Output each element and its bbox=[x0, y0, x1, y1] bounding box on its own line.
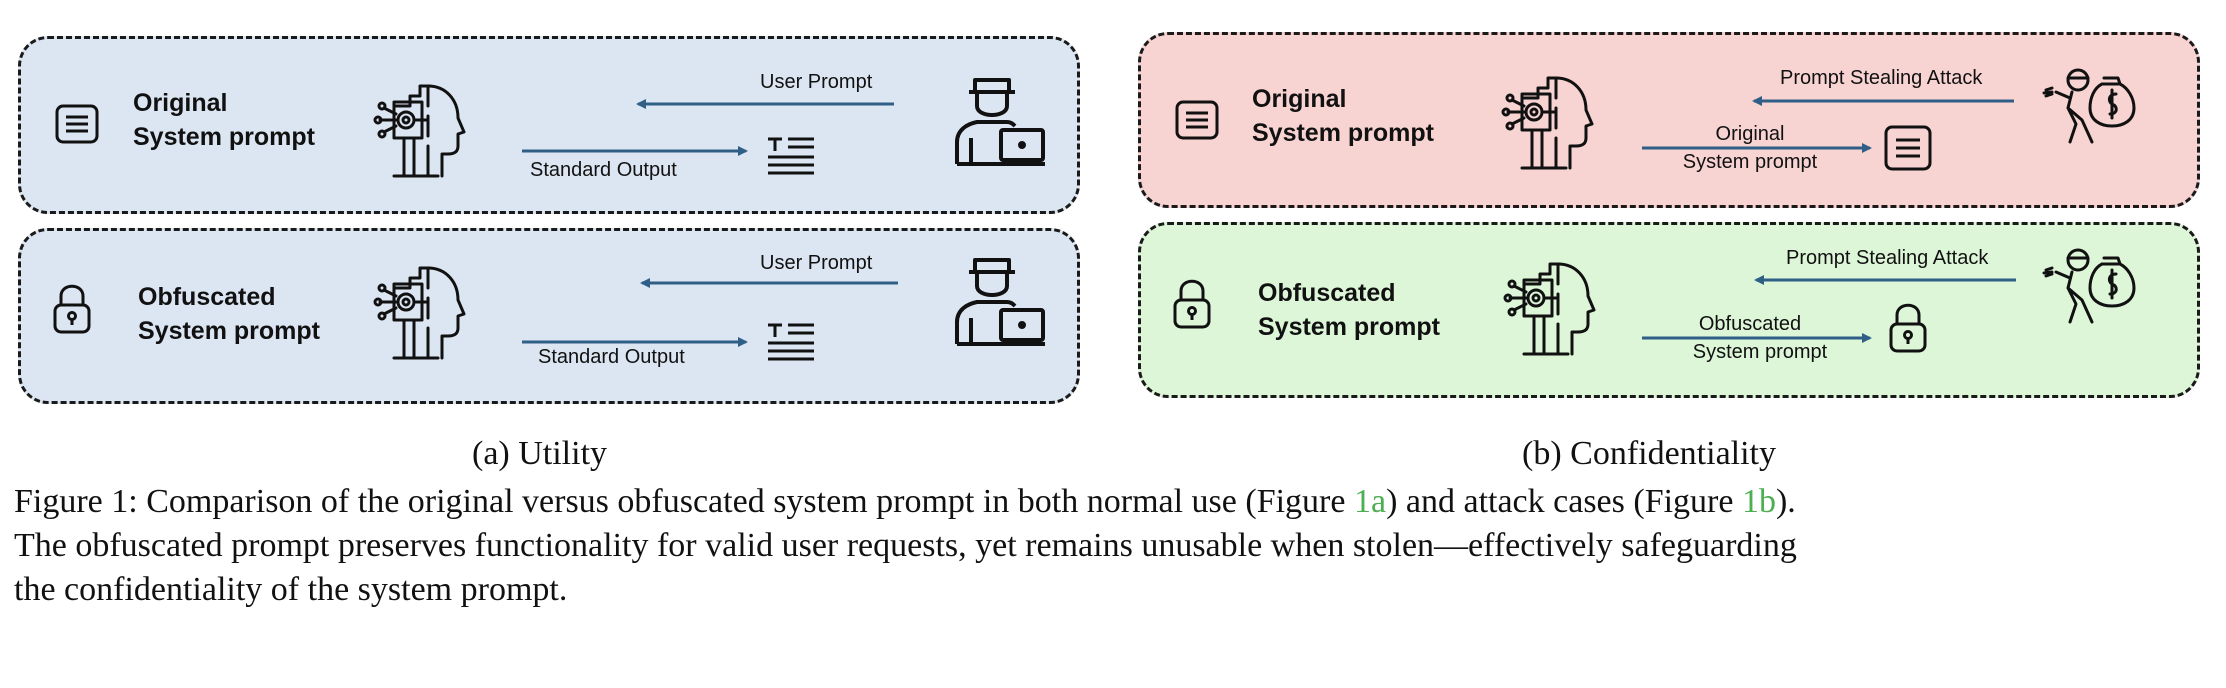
figure-1a-link[interactable]: 1a bbox=[1353, 483, 1387, 520]
ai-head-icon bbox=[1498, 68, 1598, 172]
leaked-original-label-2: System prompt bbox=[1682, 151, 1818, 173]
user-laptop-icon bbox=[953, 72, 1047, 168]
utility-subcaption: (a) Utility bbox=[472, 435, 608, 472]
thief-icon bbox=[2042, 248, 2140, 326]
user-prompt-arrow bbox=[636, 99, 894, 109]
figure-1b-link[interactable]: 1b bbox=[1741, 483, 1776, 520]
attack-label: Prompt Stealing Attack bbox=[1780, 67, 1983, 89]
lock-icon bbox=[1888, 302, 1928, 354]
text-output-icon bbox=[766, 322, 816, 364]
attack-arrow bbox=[1754, 275, 2016, 285]
confidentiality-obfuscated-title-2: System prompt bbox=[1258, 313, 1440, 341]
figure-caption-line-2: The obfuscated prompt preserves function… bbox=[14, 527, 1797, 564]
caption-text: ) and attack cases (Figure bbox=[1386, 483, 1742, 520]
standard-output-label: Standard Output bbox=[538, 346, 685, 368]
attack-arrow bbox=[1752, 96, 2014, 106]
confidentiality-obfuscated-panel bbox=[1138, 222, 2200, 398]
caption-text: ). bbox=[1775, 483, 1796, 520]
figure-caption-line-3: the confidentiality of the system prompt… bbox=[14, 571, 568, 608]
utility-obfuscated-panel bbox=[18, 228, 1080, 404]
user-laptop-icon bbox=[953, 252, 1047, 348]
user-prompt-label: User Prompt bbox=[760, 252, 873, 274]
user-prompt-label: User Prompt bbox=[760, 71, 873, 93]
standard-output-arrow bbox=[522, 337, 748, 347]
confidentiality-obfuscated-title-1: Obfuscated bbox=[1258, 279, 1396, 307]
confidentiality-subcaption: (b) Confidentiality bbox=[1522, 435, 1777, 472]
confidentiality-original-title-2: System prompt bbox=[1252, 119, 1434, 147]
caption-text: Figure 1: Comparison of the original ver… bbox=[14, 483, 1354, 520]
ai-head-icon bbox=[1500, 254, 1600, 358]
utility-original-panel bbox=[18, 36, 1080, 214]
standard-output-arrow bbox=[522, 146, 748, 156]
leaked-original-label-1: Original bbox=[1715, 123, 1785, 145]
document-icon bbox=[1884, 125, 1932, 171]
document-icon bbox=[55, 104, 99, 144]
standard-output-label: Standard Output bbox=[530, 159, 677, 181]
ai-head-icon bbox=[370, 76, 470, 180]
attack-label: Prompt Stealing Attack bbox=[1786, 247, 1989, 269]
text-output-icon bbox=[766, 136, 816, 178]
utility-obfuscated-title-2: System prompt bbox=[138, 317, 320, 345]
figure-caption-line-1: Figure 1: Comparison of the original ver… bbox=[14, 480, 2214, 524]
utility-original-title-2: System prompt bbox=[133, 123, 315, 151]
leaked-prompt-arrow bbox=[1642, 143, 1872, 153]
utility-obfuscated-title-1: Obfuscated bbox=[138, 283, 276, 311]
figure-caption: Figure 1: Comparison of the original ver… bbox=[14, 480, 2214, 612]
ai-head-icon bbox=[370, 258, 470, 362]
leaked-prompt-arrow bbox=[1642, 333, 1872, 343]
lock-icon bbox=[1172, 278, 1212, 330]
confidentiality-original-panel bbox=[1138, 32, 2200, 208]
lock-icon bbox=[52, 283, 92, 335]
user-prompt-arrow bbox=[640, 278, 898, 288]
confidentiality-original-title-1: Original bbox=[1252, 85, 1347, 113]
utility-original-title-1: Original bbox=[133, 89, 228, 117]
leaked-obfuscated-label-1: Obfuscated bbox=[1698, 313, 1802, 335]
document-icon bbox=[1175, 100, 1219, 140]
thief-icon bbox=[2042, 68, 2140, 146]
leaked-obfuscated-label-2: System prompt bbox=[1692, 341, 1828, 363]
